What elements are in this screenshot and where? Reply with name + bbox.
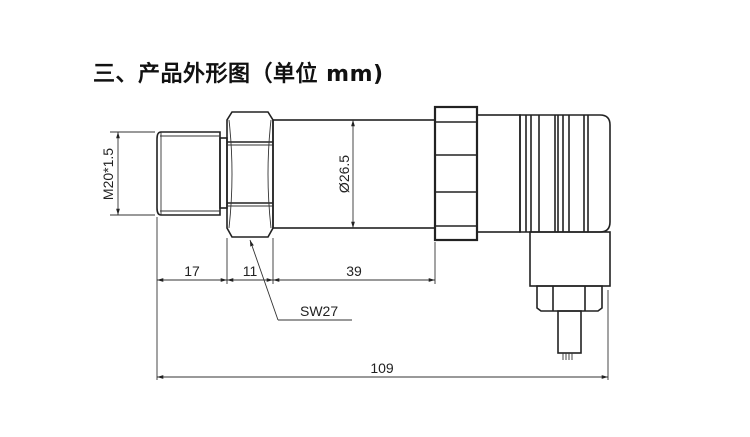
- total-length-label: 109: [370, 360, 394, 376]
- sensor-body: [272, 119, 436, 229]
- connector-body: [476, 114, 521, 233]
- dimension-lines: [110, 120, 609, 380]
- cable-gland: [529, 231, 611, 360]
- thread-length-label: 17: [184, 263, 200, 279]
- page-title: 三、产品外形图（单位 mm): [93, 62, 384, 87]
- thread-dimension-label: M20*1.5: [100, 148, 116, 200]
- collar-nut: [433, 105, 479, 242]
- body-length-label: 39: [346, 263, 362, 279]
- connector-head: [519, 114, 611, 233]
- hex-nut: [226, 111, 274, 238]
- thread-part: [156, 131, 228, 216]
- wrench-size-label: SW27: [300, 303, 338, 319]
- nut-width-label: 11: [243, 263, 258, 279]
- diameter-dimension-label: Ø26.5: [336, 155, 352, 193]
